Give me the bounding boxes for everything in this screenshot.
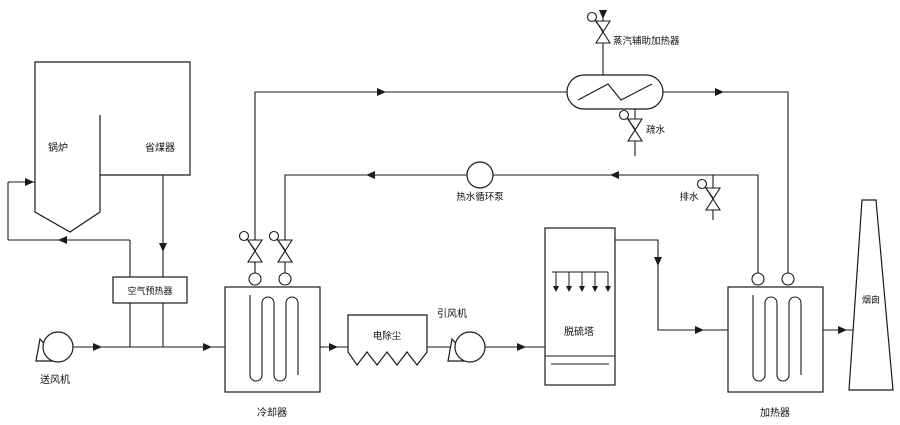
cooler-supply-nozzle xyxy=(248,272,262,286)
cooler-supply-valve-icon xyxy=(238,230,263,263)
chimney-body xyxy=(848,199,894,391)
flow-arrow-left-icon xyxy=(366,171,375,179)
electrostatic-precipitator: 电除尘 xyxy=(347,314,428,367)
trap-drain-valve-icon xyxy=(618,109,643,142)
air-preheater-box xyxy=(112,276,188,304)
flow-arrow-right-icon xyxy=(203,343,212,351)
cooler-label: 冷却器 xyxy=(257,406,287,419)
flow-arrow-down-icon xyxy=(159,243,167,252)
fd-fan-label: 送风机 xyxy=(40,373,70,386)
flow-arrow-right-icon xyxy=(93,343,102,351)
cooler-coil xyxy=(249,295,299,382)
fd-fan: 送风机 xyxy=(35,331,74,386)
heater-supply-nozzle xyxy=(781,272,795,286)
air-preheater-label: 空气预热器 xyxy=(127,285,172,297)
hot-water-pump: 热水循环泵 xyxy=(456,161,504,203)
heat-transfer-zigzag xyxy=(577,83,653,101)
steam-inlet-valve-icon xyxy=(586,11,611,44)
flow-arrow-right-icon xyxy=(715,88,724,96)
steam-aux-heater: 蒸汽辅助加热器 xyxy=(566,35,680,110)
flow-arrow-down-icon xyxy=(599,10,607,19)
drain-valve-icon xyxy=(696,178,721,211)
fgd-tower: 脱硫塔 xyxy=(544,227,616,386)
chimney: 烟囱 xyxy=(848,199,894,391)
cooler-return-valve-icon xyxy=(268,230,293,263)
heater-return-nozzle xyxy=(751,272,765,286)
fgd-tower-label: 脱硫塔 xyxy=(564,325,594,338)
tower-shell xyxy=(544,227,616,386)
boiler: 锅炉 省煤器 xyxy=(34,61,191,233)
boiler-outline xyxy=(34,61,191,233)
esp-label: 电除尘 xyxy=(373,330,402,342)
flow-arrow-down-icon xyxy=(654,257,662,266)
cooler-shell xyxy=(224,286,321,393)
cooler-return-nozzle xyxy=(278,272,292,286)
flow-arrow-right-icon xyxy=(695,326,704,334)
economizer-label: 省煤器 xyxy=(145,141,175,154)
valves: 疏水 排水 xyxy=(238,11,721,263)
esp-body xyxy=(347,314,428,367)
flow-arrow-left-icon xyxy=(610,171,619,179)
heater-shell xyxy=(727,286,824,393)
hot-water-pump-body xyxy=(466,161,494,189)
boiler-label: 锅炉 xyxy=(48,142,68,154)
heater-coil xyxy=(752,295,802,382)
flow-arrow-right-icon xyxy=(377,88,386,96)
fd-fan-impeller xyxy=(42,331,74,363)
tower-outlet-duct xyxy=(615,239,728,331)
heater: 加热器 xyxy=(727,286,824,419)
flow-arrow-right-icon xyxy=(838,326,847,334)
id-fan: 引风机 xyxy=(437,307,486,363)
cooler: 冷却器 xyxy=(224,286,321,419)
flow-arrow-right-icon xyxy=(25,178,34,186)
spray-nozzle-stems xyxy=(555,272,609,288)
nozzles xyxy=(248,272,795,286)
flow-arrows xyxy=(25,10,847,351)
trap-drain-label: 疏水 xyxy=(646,124,666,136)
heater-label: 加热器 xyxy=(760,406,790,419)
air-preheater: 空气预热器 xyxy=(112,276,188,304)
hot-water-pump-label: 热水循环泵 xyxy=(456,191,504,203)
spray-nozzle-tips xyxy=(553,286,611,292)
drain-label: 排水 xyxy=(679,191,699,203)
id-fan-label: 引风机 xyxy=(437,307,467,320)
id-fan-impeller xyxy=(454,331,486,363)
flow-arrow-left-icon xyxy=(58,236,67,244)
hot-water-return-line xyxy=(284,174,759,273)
steam-aux-heater-label: 蒸汽辅助加热器 xyxy=(613,35,680,47)
chimney-label: 烟囱 xyxy=(862,294,880,306)
flow-arrow-right-icon xyxy=(517,343,526,351)
hot-water-supply-line xyxy=(254,91,789,273)
flow-arrow-right-icon xyxy=(329,343,338,351)
